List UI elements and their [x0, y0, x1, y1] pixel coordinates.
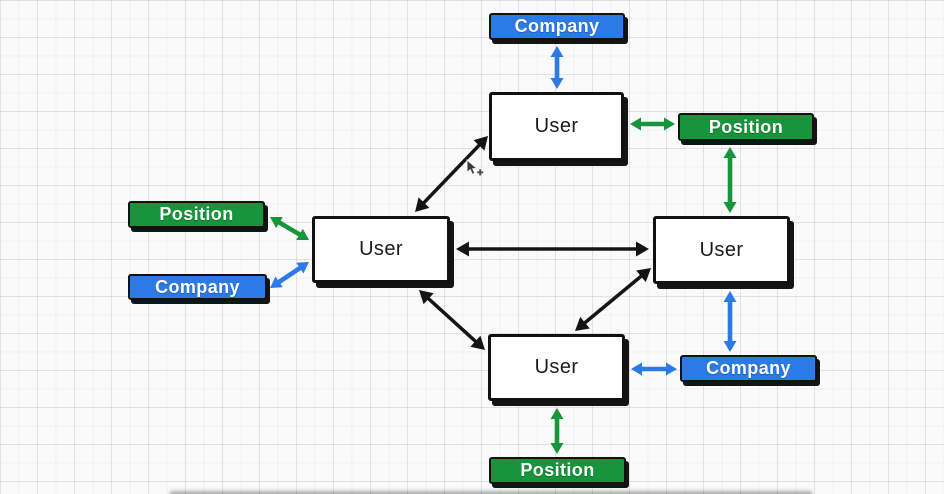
- edge-company-left--user-left[interactable]: [270, 262, 309, 288]
- node-label: Company: [706, 358, 791, 378]
- node-user-top[interactable]: User: [489, 92, 624, 161]
- node-label: User: [534, 356, 579, 378]
- node-company-right[interactable]: Company: [680, 355, 817, 382]
- node-label: Position: [159, 204, 234, 224]
- edge-user-left--user-right[interactable]: [456, 241, 649, 257]
- bottom-shade: [169, 489, 812, 494]
- node-label: User: [699, 238, 744, 261]
- node-position-bottom[interactable]: Position: [489, 457, 626, 484]
- pointer-plus-cursor-icon: [466, 159, 484, 176]
- node-position-left[interactable]: Position: [128, 201, 265, 228]
- node-company-top[interactable]: Company: [489, 13, 625, 40]
- node-position-right[interactable]: Position: [678, 113, 814, 141]
- edge-user-top--position-right[interactable]: [630, 117, 675, 131]
- edge-user-left--user-bottom[interactable]: [419, 290, 485, 350]
- edge-user-right--company-right[interactable]: [723, 291, 737, 352]
- edge-user-bottom--company-right[interactable]: [631, 362, 677, 376]
- edge-user-top--user-left[interactable]: [415, 136, 488, 212]
- edge-position-right--user-right[interactable]: [723, 147, 737, 213]
- node-user-bottom[interactable]: User: [488, 334, 625, 401]
- node-label: User: [359, 238, 403, 260]
- node-label: Company: [514, 16, 600, 36]
- edge-user-bottom--position-bottom[interactable]: [550, 408, 564, 454]
- node-user-left[interactable]: User: [312, 216, 450, 283]
- node-user-right[interactable]: User: [653, 216, 790, 284]
- edge-position-left--user-left[interactable]: [270, 216, 309, 241]
- node-label: Position: [520, 460, 595, 480]
- edge-company-top--user-top[interactable]: [550, 46, 564, 89]
- node-label: Position: [708, 116, 784, 137]
- node-company-left[interactable]: Company: [128, 274, 267, 300]
- node-label: Company: [155, 276, 240, 297]
- node-label: User: [534, 115, 579, 137]
- edge-user-right--user-bottom[interactable]: [575, 268, 651, 331]
